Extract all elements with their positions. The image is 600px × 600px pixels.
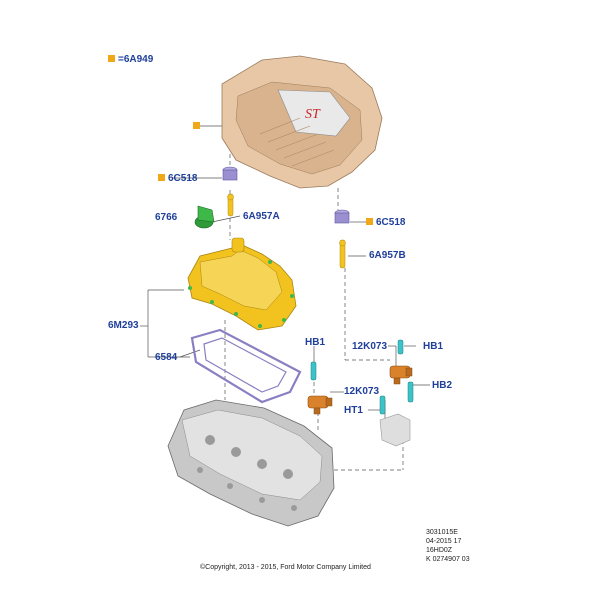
- engine-cover-marker: [193, 122, 200, 129]
- oil-filler-cap-callout: 6766: [155, 212, 178, 223]
- copyright: ©Copyright, 2013 - 2015, Ford Motor Comp…: [200, 564, 371, 571]
- legend-marker: [108, 55, 115, 62]
- solenoid-right-callout: 12K073: [352, 341, 388, 352]
- valve-cover-gasket: [190, 328, 302, 404]
- engine-cover: ST: [221, 55, 383, 189]
- seal-right-callout: 6C518: [366, 217, 405, 229]
- sensor-bracket: [379, 413, 411, 447]
- seal-top-callout: 6C518: [158, 173, 197, 185]
- info-line-3: 16HD0Z: [426, 547, 453, 554]
- gasket-callout: 6584: [155, 352, 178, 363]
- info-line-4: K 0274907 03: [426, 556, 470, 563]
- valve-cover: [187, 237, 297, 331]
- hb1-left-callout: HB1: [305, 337, 326, 348]
- engine-head: [167, 399, 335, 527]
- engine-cover-callout: [193, 121, 203, 133]
- seal-right: [334, 209, 350, 224]
- seal-right-marker: [366, 218, 373, 225]
- seal-top-marker: [158, 174, 165, 181]
- pcv-tube-b: [339, 239, 346, 269]
- connectors: [310, 339, 414, 415]
- legend: =6A949: [108, 54, 153, 66]
- pcv-tube-a: [227, 193, 234, 217]
- solenoid-left: [307, 395, 333, 415]
- oil-filler-cap: [194, 205, 215, 229]
- st-logo: ST: [305, 107, 321, 122]
- info-line-2: 04-2015 17: [426, 538, 462, 545]
- valve-cover-callout: 6M293: [108, 320, 139, 331]
- seal-top: [222, 166, 238, 181]
- ht1-callout: HT1: [344, 405, 363, 416]
- solenoid-left-callout: 12K073: [344, 386, 380, 397]
- solenoid-right: [389, 365, 413, 385]
- info-line-1: 3031015E: [426, 529, 458, 536]
- info-block: 3031015E 04-2015 17 16HD0Z K 0274907 03: [426, 528, 470, 564]
- hb2-callout: HB2: [432, 380, 453, 391]
- pcv-tube-b-callout: 6A957B: [369, 250, 406, 261]
- leader-lines: [140, 125, 430, 471]
- hb1-right-callout: HB1: [423, 341, 444, 352]
- legend-text: =6A949: [118, 54, 154, 65]
- pcv-tube-a-callout: 6A957A: [243, 211, 280, 222]
